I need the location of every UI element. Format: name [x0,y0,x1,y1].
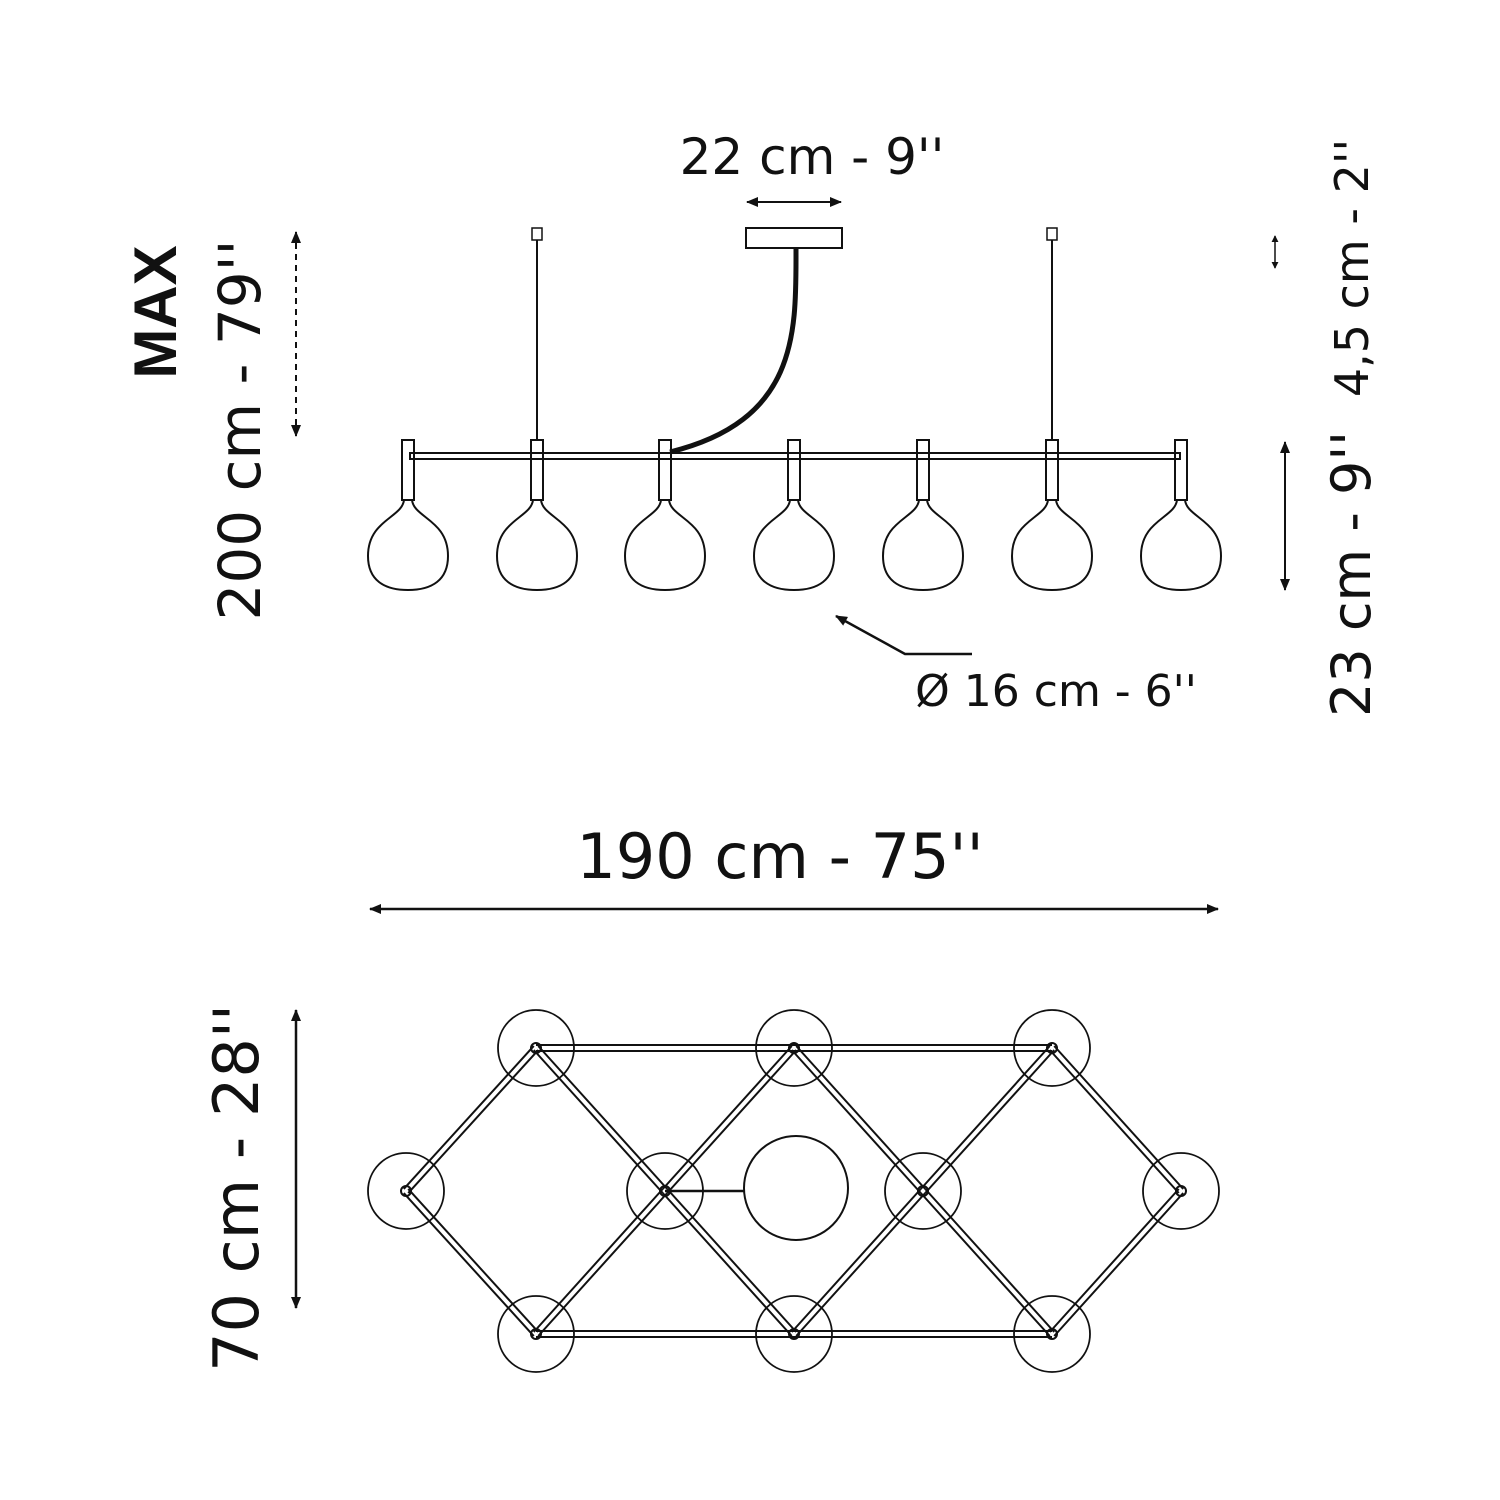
frame-rod [1049,1045,1184,1194]
frame-rod [403,1188,539,1337]
pendant-lamp [495,439,579,592]
dim-total-length: 190 cm - 75'' [369,820,1219,914]
shade-top-view [367,1152,445,1230]
pendant-lamp [366,439,450,592]
lamp-row [366,439,1223,592]
plan-shades [367,1009,1220,1373]
dim-diameter-label: Ø 16 cm - 6'' [915,666,1197,717]
frame-rod [536,1330,794,1338]
shade-top-view [884,1152,962,1230]
frame-rod [920,1188,1055,1337]
dim-max-height: MAX 200 cm - 79'' [122,231,301,621]
dim-total-length-label: 190 cm - 75'' [576,820,983,893]
shade-top-view [755,1009,833,1087]
dim-diameter: Ø 16 cm - 6'' [835,614,1197,717]
top-view [367,1009,1220,1373]
frame-rod [533,1045,668,1194]
dim-lamp-height-label: 23 cm - 9'' [1320,431,1383,717]
frame-rod [662,1188,797,1337]
pendant-lamp [881,439,965,592]
shade-top-view [755,1295,833,1373]
side-elevation-view [366,227,1223,592]
dim-canopy-height: 4,5 cm - 2'' [1271,139,1379,397]
frame-rod [791,1188,926,1337]
dim-total-depth-label: 70 cm - 28'' [200,1004,273,1372]
plan-canopy [743,1135,849,1241]
dim-max-height-label: 200 cm - 79'' [206,239,274,620]
pendant-lamp [1139,439,1223,592]
power-cable [669,247,799,455]
ceiling-canopy [745,227,843,249]
dim-canopy-width-label: 22 cm - 9'' [680,128,945,186]
horizontal-bar [409,452,1181,460]
pendant-lamp [1010,439,1094,592]
frame-rod [920,1045,1055,1194]
frame-rod [791,1045,926,1194]
dim-canopy-height-label: 4,5 cm - 2'' [1325,139,1379,397]
frame-rod [794,1044,1052,1052]
shade-top-view [1013,1009,1091,1087]
frame-rod [533,1188,668,1337]
dim-canopy-width: 22 cm - 9'' [680,128,945,207]
dim-lamp-height: 23 cm - 9'' [1280,431,1383,717]
plan-frame [403,1044,1184,1338]
dim-total-depth: 70 cm - 28'' [200,1004,301,1372]
suspension-wire-left [531,227,543,440]
max-label: MAX [122,245,189,378]
frame-rod [794,1330,1052,1338]
suspension-wire-right [1046,227,1058,440]
frame-rod [1049,1188,1184,1337]
frame-rod [662,1045,797,1194]
pendant-lamp [623,439,707,592]
shade-top-view [497,1295,575,1373]
shade-top-view [497,1009,575,1087]
shade-top-view [1142,1152,1220,1230]
frame-rod [536,1044,794,1052]
shade-top-view [1013,1295,1091,1373]
frame-rod [403,1045,539,1194]
pendant-lamp [752,439,836,592]
